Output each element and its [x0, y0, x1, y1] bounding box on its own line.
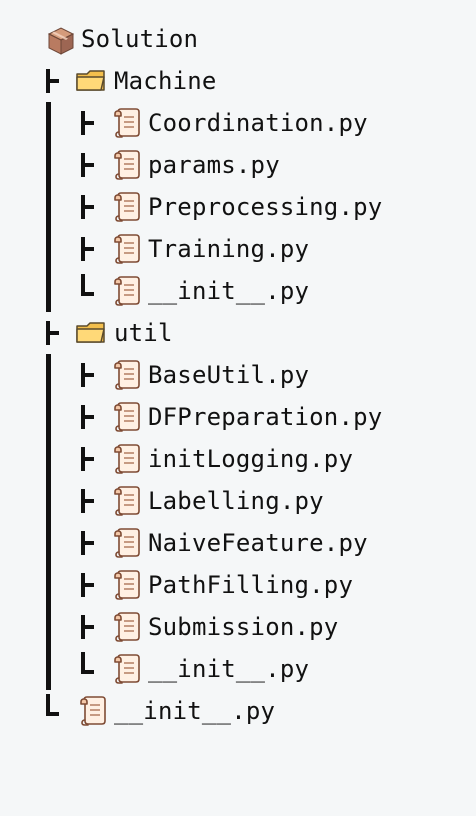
- scroll-file-icon: [110, 396, 144, 438]
- tree-file-row[interactable]: initLogging.py: [0, 438, 476, 480]
- scroll-file-icon: [110, 354, 144, 396]
- scroll-file-icon: [76, 690, 110, 732]
- tree-file-row[interactable]: params.py: [0, 144, 476, 186]
- tree-branch-prefix: [0, 480, 94, 522]
- tree-folder-machine-row[interactable]: Machine: [0, 60, 476, 102]
- tree-root-row[interactable]: Solution: [0, 18, 476, 60]
- tree-root-label: Solution: [81, 25, 199, 53]
- tree-file-label: DFPreparation.py: [148, 403, 383, 431]
- scroll-file-icon: [110, 144, 144, 186]
- folder-icon: [74, 60, 108, 102]
- tree-branch-prefix: [0, 606, 94, 648]
- tree-file-row[interactable]: DFPreparation.py: [0, 396, 476, 438]
- tree-file-label: Training.py: [148, 235, 310, 263]
- tree-file-row[interactable]: Submission.py: [0, 606, 476, 648]
- tree-file-label: PathFilling.py: [148, 571, 354, 599]
- tree-file-row[interactable]: __init__.py: [0, 270, 476, 312]
- tree-file-label: __init__.py: [148, 655, 310, 683]
- tree-file-row[interactable]: __init__.py: [0, 648, 476, 690]
- tree-file-row[interactable]: Preprocessing.py: [0, 186, 476, 228]
- scroll-file-icon: [110, 480, 144, 522]
- tree-folder-util-label: util: [114, 319, 173, 347]
- scroll-file-icon: [110, 648, 144, 690]
- scroll-file-icon: [110, 606, 144, 648]
- scroll-file-icon: [110, 270, 144, 312]
- tree-file-row[interactable]: Training.py: [0, 228, 476, 270]
- tree-file-label: __init__.py: [148, 277, 310, 305]
- tree-file-row[interactable]: BaseUtil.py: [0, 354, 476, 396]
- folder-icon: [74, 312, 108, 354]
- file-tree: Solution Machine: [0, 18, 476, 732]
- scroll-file-icon: [110, 564, 144, 606]
- tree-file-row[interactable]: Labelling.py: [0, 480, 476, 522]
- tree-file-label: params.py: [148, 151, 280, 179]
- tree-file-label: Submission.py: [148, 613, 339, 641]
- tree-file-row[interactable]: Coordination.py: [0, 102, 476, 144]
- tree-file-label: initLogging.py: [148, 445, 354, 473]
- tree-branch-prefix: [0, 564, 94, 606]
- tree-branch-prefix: [0, 354, 94, 396]
- tree-file-label: Preprocessing.py: [148, 193, 383, 221]
- tree-file-label: Labelling.py: [148, 487, 324, 515]
- tree-file-label: Coordination.py: [148, 109, 368, 137]
- tree-branch-prefix: [0, 228, 94, 270]
- tree-branch-prefix: [0, 102, 94, 144]
- tree-branch-prefix: [0, 312, 80, 354]
- tree-folder-util-row[interactable]: util: [0, 312, 476, 354]
- tree-file-row[interactable]: PathFilling.py: [0, 564, 476, 606]
- scroll-file-icon: [110, 102, 144, 144]
- tree-branch-prefix: [0, 60, 80, 102]
- scroll-file-icon: [110, 186, 144, 228]
- tree-branch-prefix: [0, 438, 94, 480]
- tree-file-row[interactable]: __init__.py: [0, 690, 476, 732]
- tree-folder-machine-label: Machine: [114, 67, 217, 95]
- tree-branch-prefix: [0, 396, 94, 438]
- tree-file-label: BaseUtil.py: [148, 361, 310, 389]
- tree-branch-prefix: [0, 144, 94, 186]
- tree-branch-prefix: [0, 522, 94, 564]
- scroll-file-icon: [110, 438, 144, 480]
- tree-branch-prefix: [0, 648, 94, 690]
- scroll-file-icon: [110, 228, 144, 270]
- tree-file-label: NaiveFeature.py: [148, 529, 368, 557]
- package-icon: [44, 20, 78, 62]
- tree-branch-prefix: [0, 186, 94, 228]
- tree-branch-prefix: [0, 270, 94, 312]
- tree-file-row[interactable]: NaiveFeature.py: [0, 522, 476, 564]
- tree-branch-prefix: [0, 690, 80, 732]
- tree-file-label: __init__.py: [114, 697, 276, 725]
- scroll-file-icon: [110, 522, 144, 564]
